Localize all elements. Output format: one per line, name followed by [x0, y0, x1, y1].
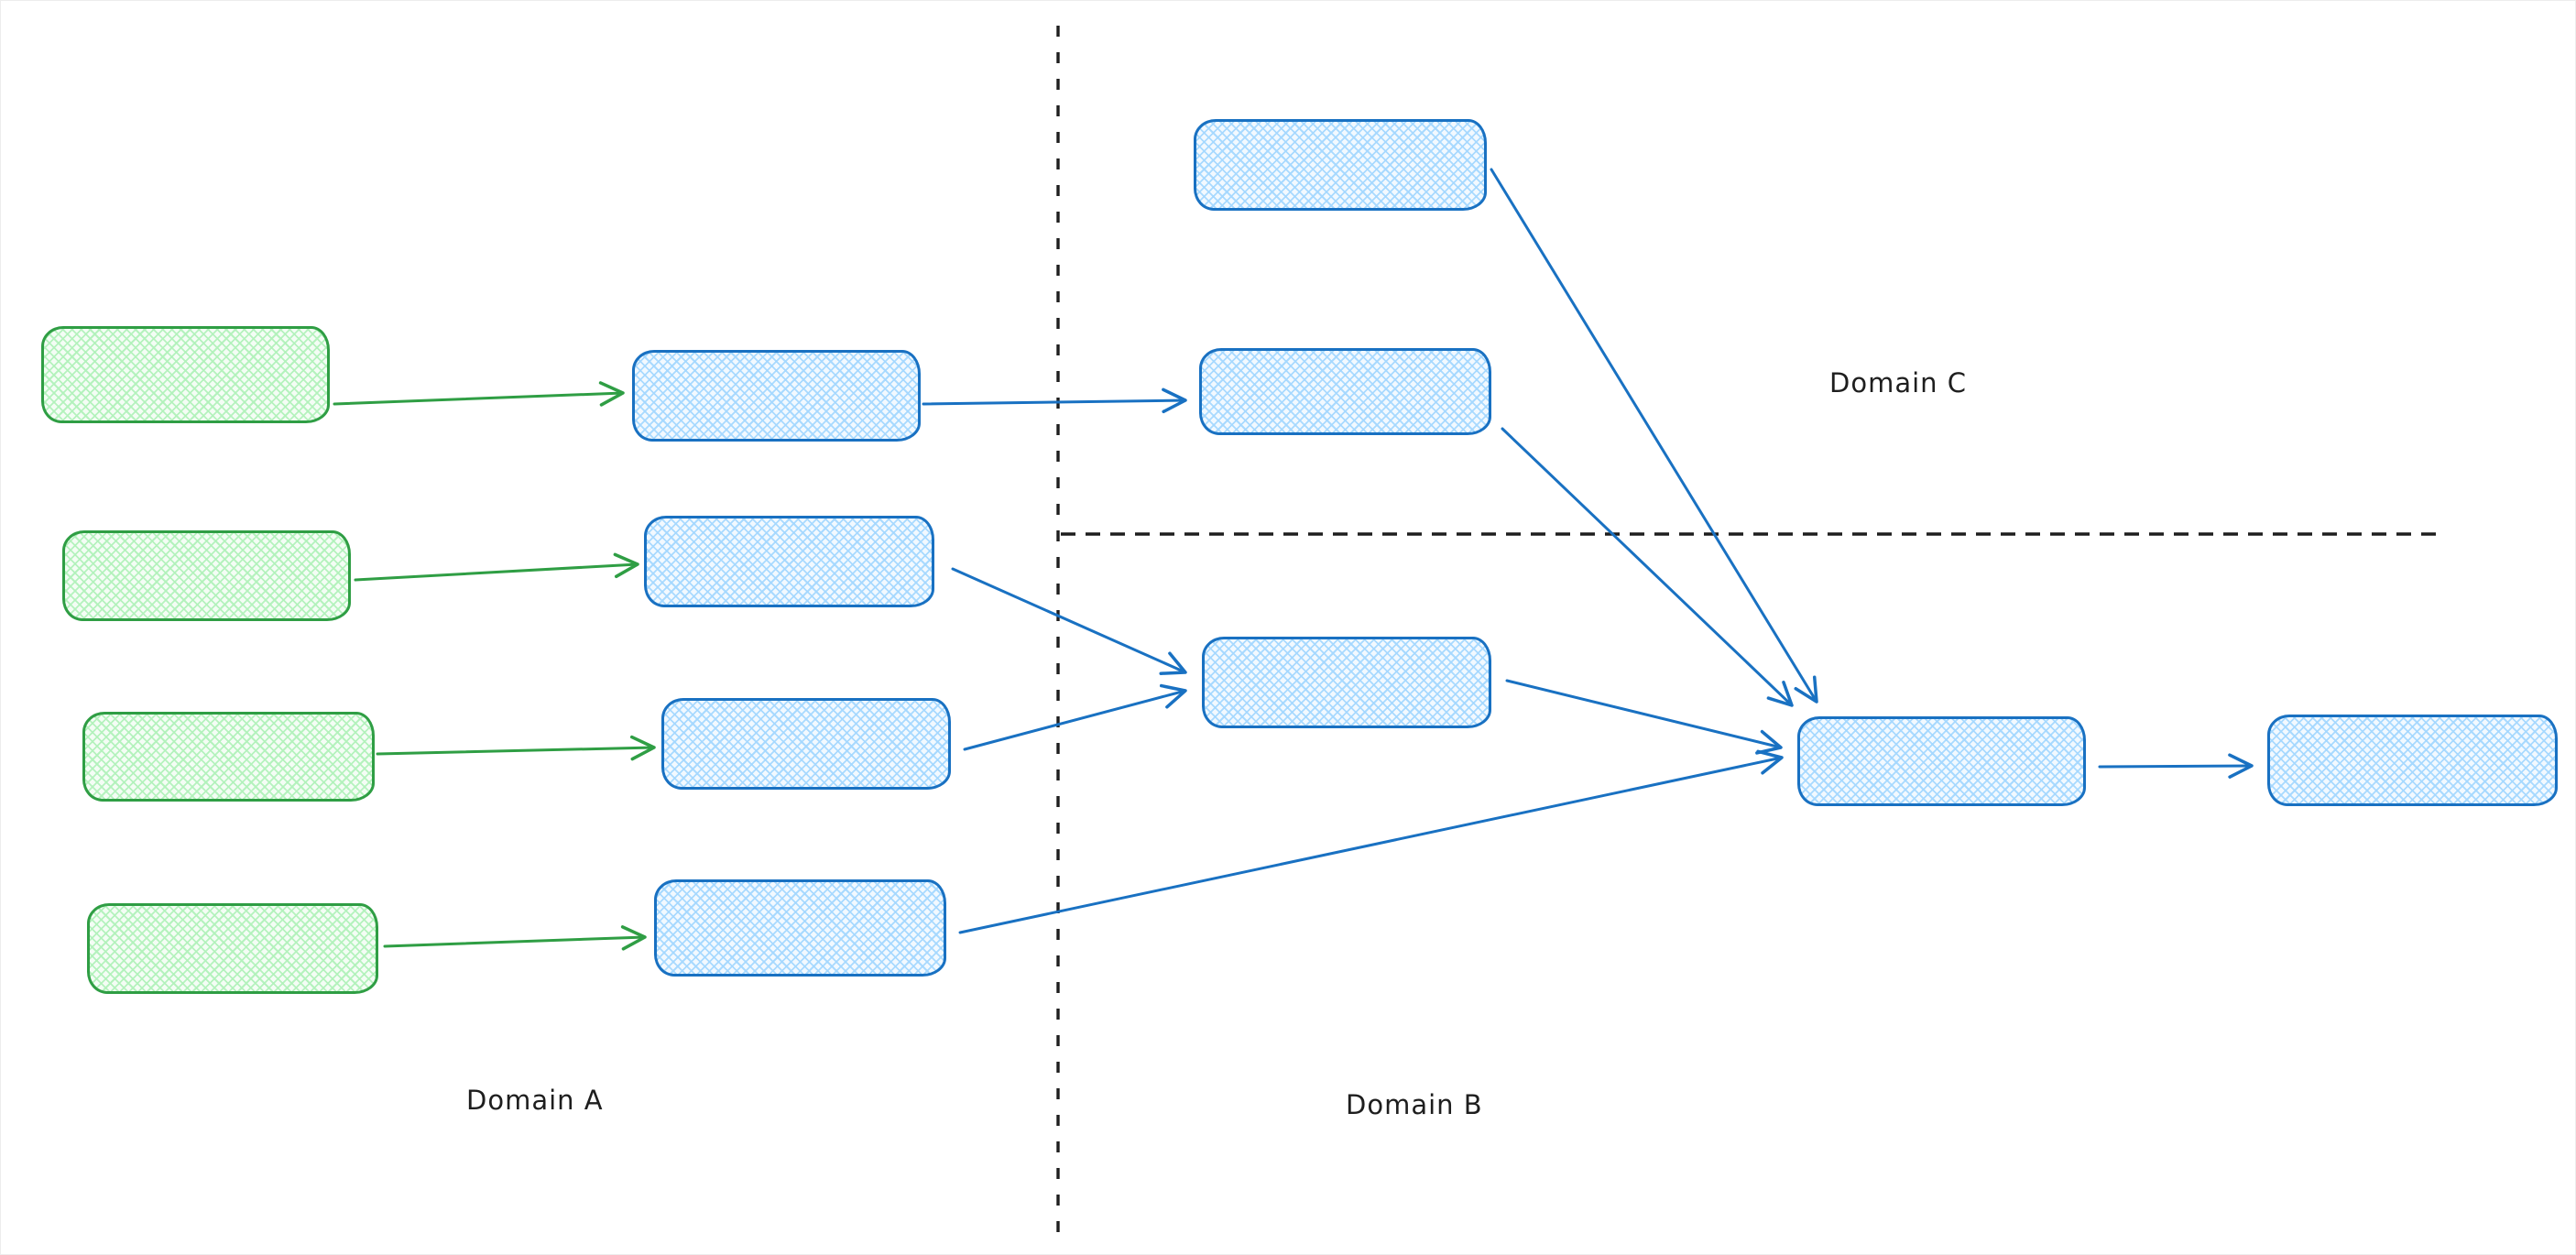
edge-bluea3-blow[interactable]: [963, 683, 1187, 751]
edge-green1-bluea1[interactable]: [333, 381, 625, 407]
node-green-1[interactable]: [41, 326, 330, 423]
edge-bmid-hub[interactable]: [1501, 427, 1794, 707]
edge-green4-bluea4[interactable]: [383, 925, 647, 951]
domain-b-label[interactable]: Domain B: [1346, 1089, 1483, 1120]
node-blue-b-mid[interactable]: [1199, 348, 1491, 435]
node-blue-b-low[interactable]: [1202, 637, 1491, 728]
domain-c-label[interactable]: Domain C: [1829, 367, 1967, 398]
edge-bluea4-hub[interactable]: [958, 749, 1784, 934]
node-green-4[interactable]: [87, 903, 378, 994]
node-blue-out[interactable]: [2267, 715, 2558, 806]
edge-green2-bluea2[interactable]: [354, 552, 639, 582]
edge-blow-hub[interactable]: [1505, 679, 1783, 755]
domain-a-label[interactable]: Domain A: [466, 1085, 604, 1116]
edge-green3-bluea3[interactable]: [376, 735, 656, 761]
edge-bluea2-blow[interactable]: [951, 567, 1187, 675]
node-blue-b-top[interactable]: [1194, 119, 1487, 211]
edge-btop-hub[interactable]: [1490, 168, 1818, 704]
node-blue-a4[interactable]: [654, 879, 946, 977]
node-green-2[interactable]: [62, 530, 351, 621]
node-blue-hub[interactable]: [1797, 716, 2086, 806]
edge-bluea1-bmid[interactable]: [922, 387, 1187, 414]
node-blue-a1[interactable]: [632, 350, 921, 442]
node-green-3[interactable]: [82, 712, 375, 802]
node-blue-a3[interactable]: [661, 698, 951, 790]
node-blue-a2[interactable]: [644, 516, 934, 607]
edge-hub-out[interactable]: [2098, 753, 2254, 779]
